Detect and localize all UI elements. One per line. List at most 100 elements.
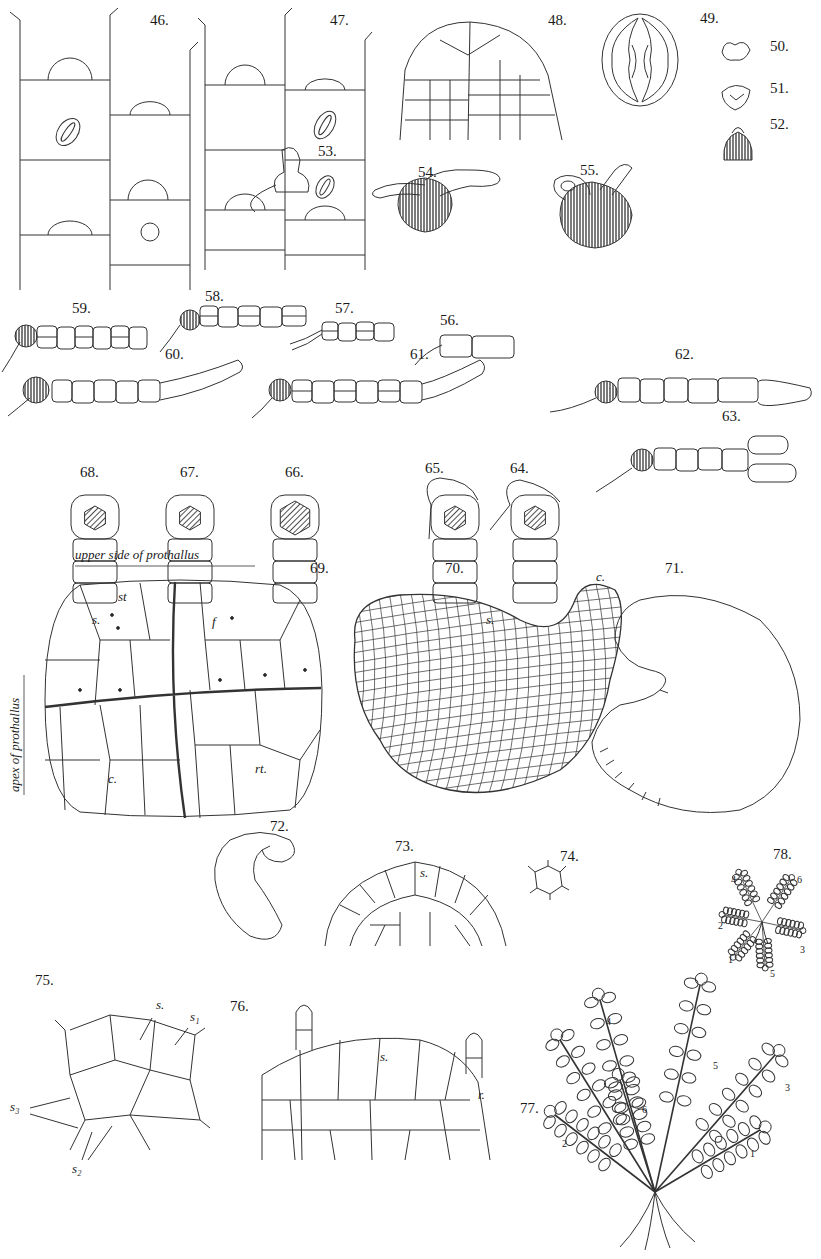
figure-number: 71. [665, 560, 684, 577]
cell [273, 583, 317, 603]
figure-number: 75. [35, 972, 54, 989]
part-label: s. [486, 613, 494, 627]
cell [378, 380, 400, 402]
part-label: apex of prothallus [8, 698, 22, 792]
stipe [555, 1115, 655, 1192]
pinna [596, 1133, 612, 1150]
spore-figure [722, 85, 750, 110]
pinna [640, 1132, 656, 1146]
pinna [747, 1083, 764, 1100]
part-label: c. [108, 772, 117, 786]
cell [71, 495, 119, 539]
cell-wall [356, 331, 374, 332]
pinna [796, 930, 802, 938]
cell-wall [352, 570, 375, 810]
pinna [596, 1120, 613, 1136]
stipe [655, 1055, 775, 1192]
cell-wall [451, 570, 474, 810]
cell [513, 583, 557, 603]
cell-wall [292, 391, 312, 392]
cell-wall [340, 545, 640, 585]
pinna [783, 888, 792, 896]
cell [513, 539, 557, 561]
cell-wall [340, 755, 640, 795]
cell-wall [75, 337, 93, 338]
pinna [681, 1072, 697, 1085]
pinna [619, 1054, 635, 1067]
rhizoid [252, 398, 272, 418]
spore [15, 325, 37, 347]
cell-wall [322, 331, 338, 332]
cell [93, 327, 111, 349]
spore-figure [732, 128, 744, 134]
stipe [655, 985, 700, 1192]
figure-number: 52. [770, 116, 789, 133]
cell [116, 381, 138, 403]
prothallus-outline [592, 596, 800, 813]
pinna [723, 907, 729, 915]
pinna [773, 1044, 785, 1056]
cell [654, 448, 676, 470]
cell [238, 306, 260, 326]
pinna [759, 1121, 771, 1133]
figure-number: 63. [722, 408, 741, 425]
cell-wall [340, 705, 640, 745]
pinna [760, 1068, 777, 1085]
figure-number: 72. [270, 818, 289, 835]
cell [273, 539, 317, 561]
pinna [789, 875, 795, 881]
cell [511, 495, 559, 539]
pinna [664, 1068, 680, 1081]
figure-number: 65. [425, 460, 444, 477]
cell [513, 561, 557, 583]
cell [440, 335, 472, 357]
pinna [554, 1054, 571, 1070]
apex-figure [262, 1005, 490, 1160]
apex-figure [325, 862, 506, 946]
root [645, 1192, 655, 1250]
pinna [624, 1083, 640, 1097]
rhizoid [596, 468, 632, 492]
cell [138, 380, 160, 402]
pinna [636, 1120, 652, 1134]
cell-wall [111, 337, 129, 338]
rhizoid [2, 342, 20, 372]
pinna [696, 1003, 712, 1016]
pinna [720, 1113, 737, 1130]
pinna [800, 928, 806, 934]
root [620, 1192, 655, 1247]
pinna [589, 1017, 605, 1030]
pinna [574, 1116, 590, 1133]
rhizoid [758, 380, 811, 406]
cell-wall [506, 570, 529, 810]
pinna [613, 1033, 629, 1046]
prothallus-outline [215, 833, 295, 940]
figure-number: 57. [335, 300, 354, 317]
cell-wall [340, 635, 640, 675]
cell-wall [418, 570, 441, 810]
figure-number: 69. [310, 560, 329, 577]
germ-figure [561, 181, 575, 191]
pinna [724, 1127, 740, 1144]
figure-number: 66. [285, 464, 304, 481]
figure-number: 60. [165, 346, 184, 363]
cell-wall [378, 391, 400, 392]
cell [218, 307, 238, 327]
cell [73, 561, 117, 583]
pinna [757, 1129, 773, 1146]
cell-wall [200, 316, 218, 317]
pinna [690, 1148, 706, 1165]
spore-figure [398, 178, 452, 232]
part-label: s₂ [72, 1162, 82, 1176]
cell-wall [340, 625, 640, 665]
leaf-number: 6 [797, 874, 802, 885]
cell [271, 495, 319, 539]
root [655, 1192, 695, 1242]
figure-number: 51. [770, 80, 789, 97]
cell-wall [340, 645, 640, 685]
rhizoid [422, 360, 485, 400]
pinna [773, 887, 782, 895]
spore [280, 501, 309, 535]
cell [72, 381, 94, 403]
